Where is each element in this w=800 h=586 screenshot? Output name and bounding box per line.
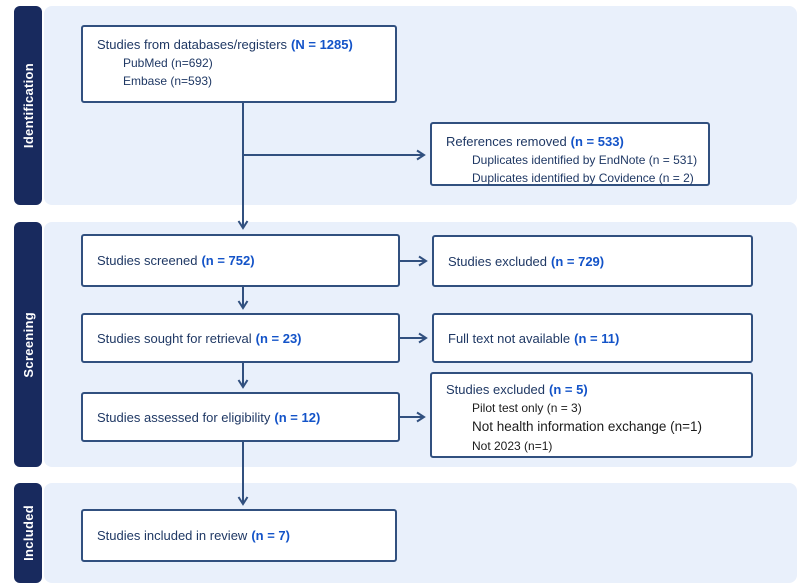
box-included-title: Studies included in review(n = 7) — [97, 526, 381, 545]
box-databases-item-pubmed: PubMed (n=692) — [123, 56, 213, 70]
box-references-removed-title: References removed(n = 533) — [446, 132, 694, 151]
box-no-full-text-title: Full text not available(n = 11) — [448, 329, 737, 348]
box-sought: Studies sought for retrieval(n = 23) — [81, 313, 400, 363]
box-screened-count: (n = 752) — [201, 253, 255, 268]
box-assessed-count: (n = 12) — [274, 409, 321, 425]
box-databases-item-embase: Embase (n=593) — [123, 74, 213, 88]
box-screened-title: Studies screened(n = 752) — [97, 251, 384, 270]
box-excluded-screening: Studies excluded(n = 729) — [432, 235, 753, 287]
box-excluded-eligibility-item-not-2023: Not 2023 (n=1) — [472, 439, 553, 453]
box-excluded-screening-title-text: Studies excluded — [448, 253, 548, 269]
box-screened-title-text: Studies screened — [97, 253, 198, 268]
box-excluded-eligibility-count: (n = 5) — [549, 382, 588, 397]
box-sought-title-text: Studies sought for retrieval — [97, 330, 252, 346]
stage-label-identification-text: Identification — [20, 62, 36, 149]
box-screened: Studies screened(n = 752) — [81, 234, 400, 287]
box-databases-title-text: Studies from databases/registers — [97, 37, 288, 52]
box-assessed: Studies assessed for eligibility(n = 12) — [81, 392, 400, 442]
box-no-full-text-count: (n = 11) — [574, 330, 620, 346]
box-excluded-eligibility-item-pilot: Pilot test only (n = 3) — [472, 401, 582, 415]
box-references-removed-count: (n = 533) — [570, 134, 624, 149]
box-databases-title: Studies from databases/registers(N = 128… — [97, 35, 381, 54]
box-no-full-text-title-text: Full text not available — [448, 330, 571, 346]
box-included-title-text: Studies included in review — [97, 528, 248, 543]
box-excluded-screening-title: Studies excluded(n = 729) — [448, 252, 737, 271]
box-databases: Studies from databases/registers(N = 128… — [81, 25, 397, 103]
box-assessed-title-text: Studies assessed for eligibility — [97, 409, 271, 425]
stage-label-identification: Identification — [14, 6, 42, 205]
box-included: Studies included in review(n = 7) — [81, 509, 397, 562]
box-sought-title: Studies sought for retrieval(n = 23) — [97, 329, 384, 348]
box-included-count: (n = 7) — [251, 528, 290, 543]
stage-label-screening: Screening — [14, 222, 42, 467]
box-excluded-eligibility-item-not-hie: Not health information exchange (n=1) — [472, 419, 703, 434]
box-databases-count: (N = 1285) — [291, 37, 353, 52]
box-excluded-eligibility-title-text: Studies excluded — [446, 382, 546, 397]
box-references-removed-item-endnote: Duplicates identified by EndNote (n = 53… — [472, 153, 698, 167]
box-excluded-eligibility-title: Studies excluded(n = 5) — [446, 380, 737, 399]
box-excluded-screening-count: (n = 729) — [551, 253, 605, 269]
box-sought-count: (n = 23) — [255, 330, 302, 346]
box-assessed-title: Studies assessed for eligibility(n = 12) — [97, 408, 384, 427]
box-references-removed-item-covidence: Duplicates identified by Covidence (n = … — [472, 171, 694, 185]
box-references-removed-title-text: References removed — [446, 134, 567, 149]
box-excluded-eligibility: Studies excluded(n = 5) Pilot test only … — [430, 372, 753, 458]
box-references-removed: References removed(n = 533) Duplicates i… — [430, 122, 710, 186]
stage-label-included: Included — [14, 483, 42, 583]
stage-label-included-text: Included — [20, 505, 36, 561]
stage-label-screening-text: Screening — [20, 311, 36, 378]
box-no-full-text: Full text not available(n = 11) — [432, 313, 753, 363]
